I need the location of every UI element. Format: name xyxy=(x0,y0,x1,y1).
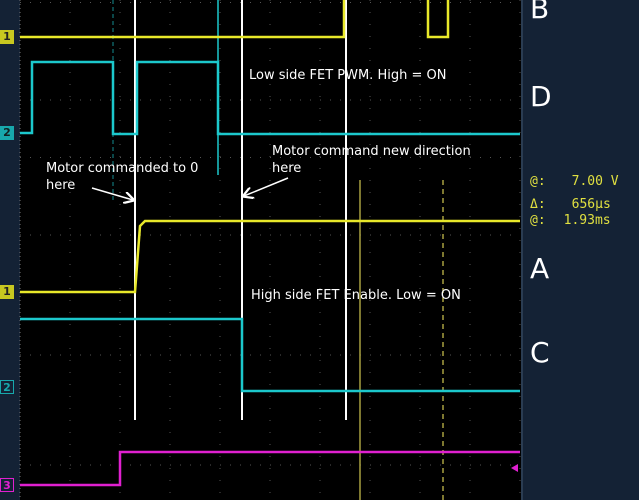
ch2-marker-lower: 2 xyxy=(0,380,14,394)
channel-marker-strip xyxy=(0,0,20,500)
annotation-new-direction-line2: here xyxy=(272,161,302,176)
ch3-level-arrow-icon xyxy=(511,464,518,472)
ch1-marker-lower: 1 xyxy=(0,285,14,299)
zone-label-d: D xyxy=(530,80,552,113)
arrow-new-direction xyxy=(244,177,289,196)
annotation-motor-zero-line2: here xyxy=(46,178,76,193)
annotation-low-side: Low side FET PWM. High = ON xyxy=(249,68,447,83)
delta-value: 656µs xyxy=(571,197,611,212)
delta-label: Δ: xyxy=(530,197,546,212)
time-value: 1.93ms xyxy=(563,213,611,228)
trace-ch2-upper-D xyxy=(20,60,520,136)
time-readout: @: 1.93ms xyxy=(530,213,611,228)
annotation-motor-zero: Motor commanded to 0 here xyxy=(46,160,198,194)
ch2-marker-upper: 2 xyxy=(0,126,14,140)
annotation-new-direction-line1: Motor command new direction xyxy=(272,144,471,159)
time-label: @: xyxy=(530,213,546,228)
ch3-marker: 3 xyxy=(0,478,14,492)
trace-ch1-lower-A xyxy=(20,219,520,294)
zone-label-c: C xyxy=(530,336,550,369)
annotation-new-direction: Motor command new direction here xyxy=(272,143,471,177)
trace-ch1-upper-B xyxy=(20,0,450,39)
delta-readout: Δ: 656µs xyxy=(530,197,611,212)
arrow-motor-zero xyxy=(91,187,133,200)
trace-ch3 xyxy=(20,450,520,487)
readout-panel xyxy=(521,0,639,500)
level-readout: @: 7.00 V xyxy=(530,174,619,189)
zone-label-b: B xyxy=(530,0,550,25)
annotation-high-side: High side FET Enable. Low = ON xyxy=(251,288,461,303)
zone-label-a: A xyxy=(530,252,550,285)
level-value: 7.00 V xyxy=(571,174,619,189)
annotation-motor-zero-line1: Motor commanded to 0 xyxy=(46,161,199,176)
level-label: @: xyxy=(530,174,546,189)
ch1-marker-upper: 1 xyxy=(0,30,14,44)
trace-ch2-lower-C xyxy=(20,317,520,393)
